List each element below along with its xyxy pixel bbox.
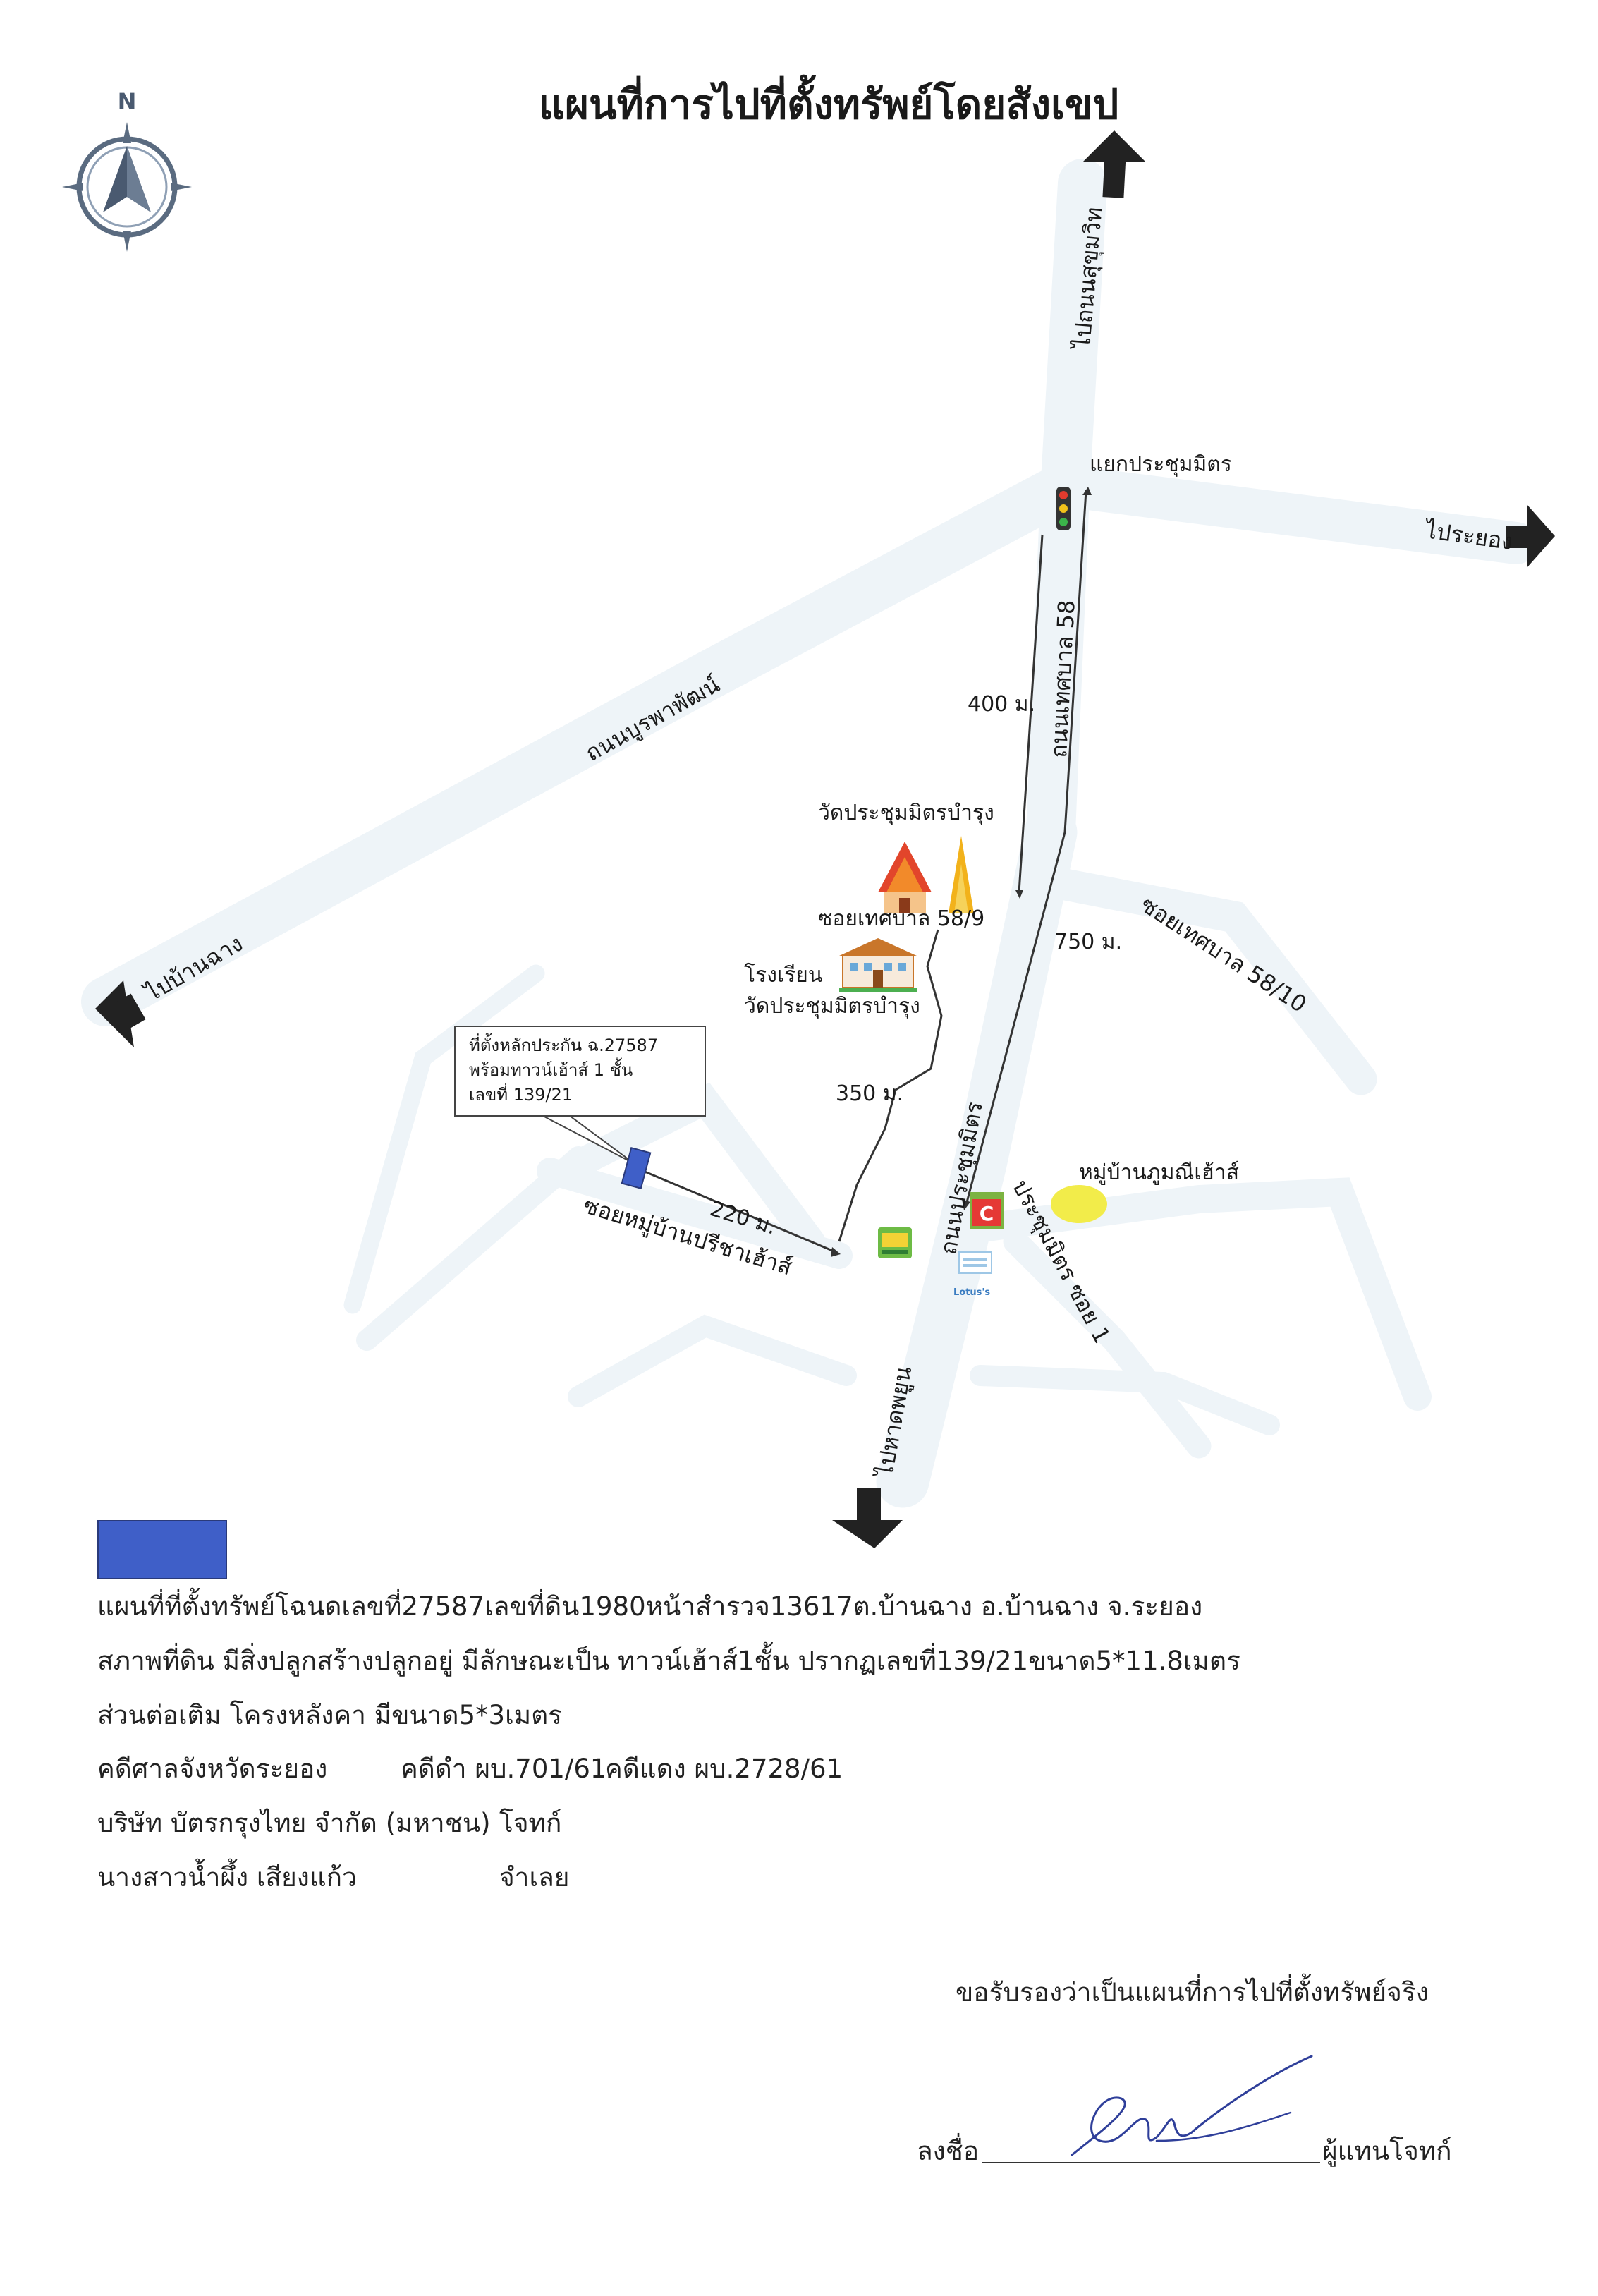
traffic-light-icon: [1056, 487, 1071, 530]
legend-color-box: [97, 1520, 227, 1579]
route-arrowhead: [962, 1199, 970, 1210]
house-number-label: ชั้น ปรากฏเลขที่: [754, 1646, 937, 1676]
lotus-label: Lotus's: [953, 1287, 990, 1298]
land-number: 1980: [579, 1591, 646, 1622]
soi-58-9-label: ซอยเทศบาล 58/9: [818, 906, 984, 931]
road-preecha: [537, 1158, 853, 1269]
village-label: หมู่บ้านภูมณีเฮ้าส์: [1079, 1160, 1239, 1185]
junction-label: แยกประชุมมิตร: [1090, 452, 1232, 478]
svg-text:C: C: [980, 1202, 994, 1225]
store-logo-icon: [878, 1227, 912, 1258]
distance-350: 350 ม.: [836, 1081, 903, 1106]
compass-icon: [62, 122, 192, 252]
info-line-defendant: นางสาวน้ำผึ้ง เสียงแก้ว จำเลย: [97, 1857, 569, 1898]
collateral-line2: พร้อมทาวน์เฮ้าส์ 1 ชั้น: [469, 1057, 633, 1080]
deed-label: แผนที่ที่ตั้งทรัพย์โฉนดเลขที่: [97, 1591, 402, 1622]
road-soi-1: [1003, 1229, 1212, 1459]
info-line-extension: ส่วนต่อเติม โครงหลังคา มีขนาด 5*3 เมตร: [97, 1694, 562, 1736]
temple-icon: [878, 836, 974, 913]
north-arrow-icon: [1082, 130, 1146, 162]
route-arrowhead: [1015, 890, 1023, 899]
extension-unit: เมตร: [505, 1700, 563, 1730]
extension-size: 5*3: [458, 1700, 506, 1730]
north-arrow-shaft: [1102, 160, 1126, 198]
signature-block: ลงชื่อ ผู้แทนโจทก์: [917, 2049, 1467, 2166]
store-logo-icon: [958, 1251, 992, 1274]
school-label-line1: โรงเรียน: [744, 962, 822, 988]
road-loop-left: [356, 1146, 589, 1351]
plaintiff-role: โจทก์: [499, 1808, 562, 1838]
info-line-court: คดีศาลจังหวัดระยอง คดีดำ ผบ.701/61คดีแดง …: [97, 1748, 843, 1790]
route-lines: [642, 490, 1087, 1253]
info-line-plaintiff: บริษัท บัตรกรุงไทย จำกัด (มหาชน) โจทก์: [97, 1802, 561, 1844]
land-number-label: เลขที่ดิน: [484, 1591, 580, 1622]
road-soi-58-10: [1035, 865, 1377, 1095]
distance-400: 400 ม.: [968, 692, 1035, 717]
road-lower-right: [970, 1365, 1280, 1435]
condition-text: สภาพที่ดิน มีสิ่งปลูกสร้างปลูกอยู่ มีลัก…: [97, 1646, 738, 1676]
road-left-curve: [343, 964, 545, 1314]
route-220: [642, 1170, 836, 1253]
school-icon: [839, 938, 917, 992]
road-burapa: [81, 469, 1075, 1026]
sign-label: ลงชื่อ: [917, 2136, 980, 2166]
survey-page-label: หน้าสำรวจ: [645, 1591, 770, 1622]
size-value: 5*11.8: [1095, 1646, 1183, 1676]
temple-label: วัดประชุมมิตรบำรุง: [818, 801, 994, 826]
survey-page-number: 13617: [769, 1591, 853, 1622]
west-arrow-icon: [95, 980, 134, 1047]
faint-roads: [81, 159, 1537, 1508]
route-arrowhead: [831, 1247, 841, 1257]
extension-text: ส่วนต่อเติม โครงหลังคา มีขนาด: [97, 1700, 459, 1730]
info-line-deed: แผนที่ที่ตั้งทรัพย์โฉนดเลขที่ 27587 เลขท…: [97, 1586, 1202, 1627]
size-label: ขนาด: [1028, 1646, 1096, 1676]
size-unit: เมตร: [1183, 1646, 1240, 1676]
route-400: [1018, 534, 1044, 893]
south-arrow-shaft: [857, 1488, 881, 1522]
south-arrow-icon: [832, 1520, 903, 1548]
east-arrow-icon: [1527, 504, 1555, 568]
west-arrow-shaft: [112, 993, 146, 1031]
collateral-marker: [621, 1147, 652, 1189]
location-text: ต.บ้านฉาง อ.บ้านฉาง จ.ระยอง: [853, 1591, 1203, 1622]
village-marker: [1051, 1185, 1107, 1223]
east-arrow-shaft: [1506, 526, 1528, 548]
route-750: [965, 490, 1087, 1205]
floor-count: 1: [737, 1646, 755, 1676]
plaintiff-name: บริษัท บัตรกรุงไทย จำกัด (มหาชน): [97, 1808, 491, 1838]
defendant-name: นางสาวน้ำผึ้ง เสียงแก้ว: [97, 1862, 357, 1893]
distance-750: 750 ม.: [1054, 930, 1122, 954]
route-arrowhead: [1082, 487, 1092, 495]
certification-text: ขอรับรองว่าเป็นแผนที่การไปที่ตั้งทรัพย์จ…: [956, 1977, 1429, 2008]
house-number: 139/21: [936, 1646, 1029, 1676]
route-350: [838, 929, 943, 1242]
location-map: แผนที่การไปที่ตั้งทรัพย์โดยสังเขป N แยกป…: [62, 75, 1555, 1548]
store-logo-icon: C: [970, 1192, 1004, 1229]
info-line-condition: สภาพที่ดิน มีสิ่งปลูกสร้างปลูกอยู่ มีลัก…: [97, 1640, 1240, 1682]
road-lower-left: [568, 1314, 857, 1407]
court-name: คดีศาลจังหวัดระยอง: [97, 1754, 328, 1784]
collateral-callout: ที่ตั้งหลักประกัน ฉ.27587 พร้อมทาวน์เฮ้า…: [454, 1026, 706, 1165]
black-case-number: คดีดำ ผบ.701/61: [401, 1754, 607, 1784]
collateral-line3: เลขที่ 139/21: [469, 1083, 573, 1105]
collateral-line1: ที่ตั้งหลักประกัน ฉ.27587: [469, 1033, 658, 1055]
compass-letter: N: [118, 88, 137, 115]
deed-number: 27587: [401, 1591, 485, 1622]
signature-line: [982, 2162, 1320, 2163]
defendant-role: จำเลย: [499, 1862, 570, 1893]
road-to-rayong: [1051, 466, 1537, 564]
signature-image: [1071, 2055, 1313, 2156]
red-case-number: คดีแดง ผบ.2728/61: [605, 1754, 843, 1784]
school-label-line2: วัดประชุมมิตรบำรุง: [744, 994, 920, 1019]
road-prachumit: [876, 806, 1078, 1508]
map-title: แผนที่การไปที่ตั้งทรัพย์โดยสังเขป: [539, 75, 1119, 128]
sign-role: ผู้แทนโจทก์: [1322, 2136, 1452, 2166]
